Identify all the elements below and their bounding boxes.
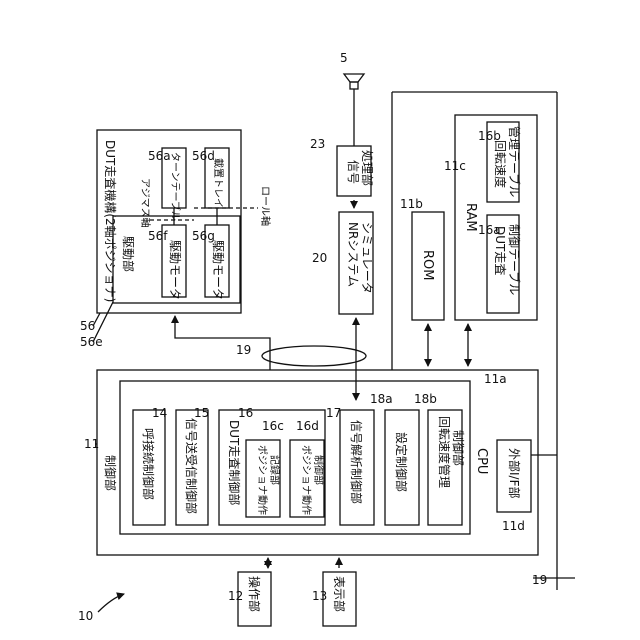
label-cpu: CPU — [474, 448, 489, 474]
label-nr-sim-2: シミュレータ — [360, 222, 374, 294]
ref-fig-10: 10 — [78, 609, 93, 623]
ref-20: 20 — [312, 251, 327, 265]
label-dut-mechanism: DUT走査機構(2軸ポジショナ) — [103, 140, 118, 302]
label-azimuth-axis: アジマス軸 — [139, 178, 152, 228]
ref-16d: 16d — [296, 419, 319, 433]
label-motor-f: 駆動モータ — [168, 240, 182, 300]
ref-17: 17 — [326, 406, 341, 420]
label-pos-record-1: ポジショナ動作 — [256, 445, 269, 515]
label-setting-control: 設定制御部 — [394, 432, 409, 492]
label-rot-mgmt-1: 回転速度管理 — [437, 416, 452, 488]
figure-pointer — [98, 594, 124, 612]
cable-ellipse — [262, 346, 366, 366]
ref-16: 16 — [238, 406, 253, 420]
label-roll-axis: ロール軸 — [259, 186, 272, 226]
ref-56e: 56e — [80, 335, 103, 349]
label-tray: 載置トレイ — [212, 158, 224, 208]
label-dut-table-2: 管理テーブル — [507, 126, 522, 197]
ref-56d: 56d — [192, 149, 215, 163]
ref-11d: 11d — [502, 519, 525, 533]
label-nr-sim-1: NRシステム — [346, 222, 360, 287]
ref-56f: 56f — [148, 229, 168, 243]
ref-56a: 56a — [148, 149, 171, 163]
ref-13: 13 — [312, 589, 327, 603]
ref-5: 5 — [340, 51, 348, 65]
label-operation-unit: 操作部 — [247, 576, 262, 612]
label-pos-control-1: ポジショナ動作 — [300, 445, 313, 515]
speaker-icon — [344, 74, 364, 82]
label-pos-record-2: 記録部 — [268, 455, 281, 485]
ref-12: 12 — [228, 589, 243, 603]
label-signal-proc-1: 信号 — [346, 160, 360, 184]
label-ram: RAM — [463, 203, 478, 232]
label-dut-scan-control: DUT走査制御部 — [227, 420, 242, 505]
label-dut-table-1: 回転速度 — [493, 140, 508, 188]
ref-19-bottom: 19 — [532, 573, 547, 587]
label-rot-table-2: 制御テーブル — [507, 224, 522, 295]
ref-18a: 18a — [370, 392, 393, 406]
label-drive-unit: 駆動部 — [121, 236, 136, 272]
ref-18b: 18b — [414, 392, 437, 406]
label-display-unit: 表示部 — [332, 576, 347, 612]
label-motor-g: 駆動モータ — [211, 240, 225, 300]
ref-14: 14 — [152, 406, 167, 420]
positioner-cable — [175, 316, 270, 370]
ref-11: 11 — [84, 437, 99, 451]
label-call-control: 呼接続制御部 — [141, 428, 156, 500]
speaker-base — [350, 82, 358, 89]
ref-11c: 11c — [444, 159, 466, 173]
label-control-unit: 制御部 — [103, 455, 118, 491]
label-pos-control-2: 制御部 — [312, 455, 325, 485]
ref-16c: 16c — [262, 419, 284, 433]
label-rot-mgmt-2: 制御部 — [451, 430, 466, 466]
ref-11b: 11b — [400, 197, 423, 211]
label-rot-table-1: DUT走査 — [493, 226, 507, 275]
ref-23: 23 — [310, 137, 325, 151]
label-ext-if: 外部I/F部 — [507, 448, 522, 499]
label-turntable: ターンテーブル — [169, 152, 182, 221]
ref-56: 56 — [80, 319, 95, 333]
label-signal-txrx: 信号送受信制御部 — [184, 418, 199, 514]
label-signal-analysis: 信号解析制御部 — [349, 420, 364, 504]
label-signal-proc-2: 処理部 — [360, 150, 375, 186]
label-rom: ROM — [420, 250, 435, 280]
ref-11a: 11a — [484, 372, 507, 386]
ref-19-top: 19 — [236, 343, 251, 357]
